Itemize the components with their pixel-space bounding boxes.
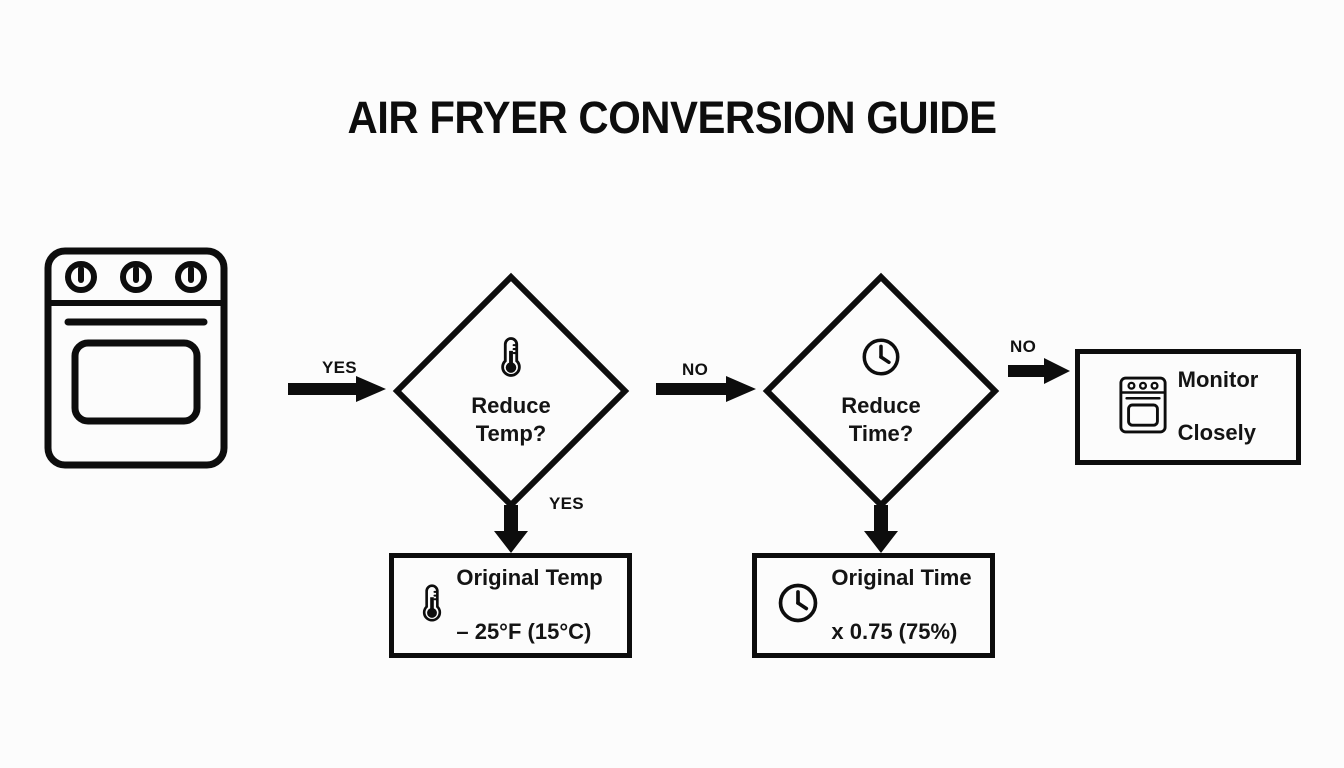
arrow-oven-to-decision-temp (288, 376, 386, 402)
arrow-time-to-result (864, 505, 898, 553)
result-monitor-line1: Monitor (1177, 366, 1259, 392)
arrow-temp-to-decision-time (656, 376, 756, 402)
page-title: AIR FRYER CONVERSION GUIDE (347, 92, 997, 143)
result-original-temp-line2: – 25°F (15°C) (456, 618, 592, 644)
edge-label-yes-2: YES (549, 494, 584, 513)
result-monitor-label: Monitor Closely (1178, 340, 1259, 474)
result-original-time-line1: Original Time (831, 565, 972, 591)
thermometer-icon (496, 335, 526, 384)
edge-label-no-1: NO (682, 360, 709, 379)
arrow-time-to-monitor (1008, 358, 1070, 384)
decision-reduce-time-line2: Time? (848, 420, 914, 446)
decision-reduce-temp-line1: Reduce (471, 393, 551, 418)
edge-label-yes-1: YES (322, 358, 357, 377)
edge-label-no-2: NO (1010, 337, 1037, 356)
result-monitor-closely[interactable]: Monitor Closely (1075, 349, 1301, 465)
arrow-temp-to-result (494, 505, 528, 553)
decision-reduce-temp-label: Reduce Temp? (471, 392, 550, 447)
decision-reduce-time-line1: Reduce (841, 393, 921, 418)
decision-reduce-temp[interactable]: Reduce Temp? (392, 272, 630, 510)
oven-icon (1118, 375, 1168, 440)
clock-icon (859, 335, 903, 384)
result-original-time-label: Original Time x 0.75 (75%) (831, 538, 971, 672)
oven-icon (44, 247, 228, 469)
result-monitor-line2: Closely (1177, 420, 1256, 446)
clock-icon (775, 580, 821, 631)
thermometer-icon (418, 582, 446, 629)
decision-reduce-time[interactable]: Reduce Time? (762, 272, 1000, 510)
result-original-temp-line1: Original Temp (456, 565, 603, 591)
result-original-temp[interactable]: Original Temp – 25°F (15°C) (389, 553, 632, 658)
result-original-time-line2: x 0.75 (75%) (831, 618, 958, 644)
result-original-time[interactable]: Original Time x 0.75 (75%) (752, 553, 995, 658)
decision-reduce-time-label: Reduce Time? (841, 392, 920, 447)
decision-reduce-temp-line2: Temp? (475, 420, 547, 446)
result-original-temp-label: Original Temp – 25°F (15°C) (456, 538, 602, 672)
